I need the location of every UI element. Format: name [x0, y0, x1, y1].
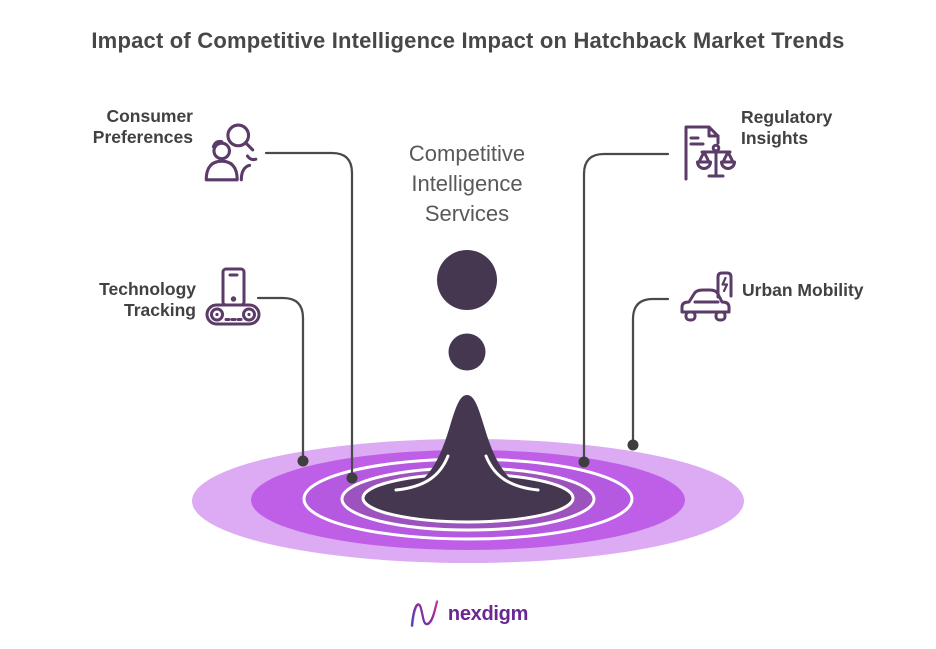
connector-dots	[297, 439, 639, 484]
nexdigm-logo-icon	[410, 600, 439, 628]
node-label-urban-mobility: Urban Mobility	[742, 280, 912, 301]
electric-car-icon	[680, 271, 733, 322]
logo-gradient-curve	[410, 600, 439, 627]
splash-curl-right	[484, 454, 540, 492]
center-label-line1: Competitive	[408, 141, 526, 166]
urban-label-line1: Urban Mobility	[742, 280, 864, 300]
center-label: Competitive Intelligence Services	[337, 139, 597, 229]
droplet-large	[437, 250, 497, 310]
center-label-line2: Intelligence	[411, 171, 523, 196]
technology-label-line2: Tracking	[124, 300, 196, 320]
droplet-small	[448, 333, 486, 371]
technology-label-line1: Technology	[99, 279, 196, 299]
people-search-icon	[204, 123, 258, 182]
connector-regulatory	[582, 152, 670, 464]
document-scales-icon	[684, 125, 736, 181]
device-conveyor-icon	[205, 267, 261, 326]
consumer-label-line1: Consumer	[106, 106, 193, 126]
splash-column	[392, 395, 542, 494]
connector-dot-regulatory	[578, 456, 590, 468]
consumer-label-line2: Preferences	[92, 127, 193, 147]
page-title: Impact of Competitive Intelligence Impac…	[91, 28, 845, 53]
regulatory-label-line2: Insights	[741, 128, 809, 148]
connector-consumer	[264, 151, 354, 480]
node-label-consumer-preferences: Consumer Preferences	[33, 106, 193, 148]
connector-urban	[631, 297, 670, 447]
splash-curl-left	[394, 454, 450, 492]
connector-lines	[256, 151, 670, 480]
connector-technology	[256, 296, 305, 463]
footer-logo: nexdigm	[0, 594, 936, 634]
logo-wordmark: nexdigm	[447, 602, 529, 625]
connector-dot-technology	[297, 455, 309, 467]
center-label-line3: Services	[424, 201, 510, 226]
regulatory-label-line1: Regulatory	[741, 107, 833, 127]
connector-dot-consumer	[346, 472, 358, 484]
connector-dot-urban	[627, 439, 639, 451]
node-label-regulatory-insights: Regulatory Insights	[741, 107, 911, 149]
node-label-technology-tracking: Technology Tracking	[36, 279, 196, 321]
